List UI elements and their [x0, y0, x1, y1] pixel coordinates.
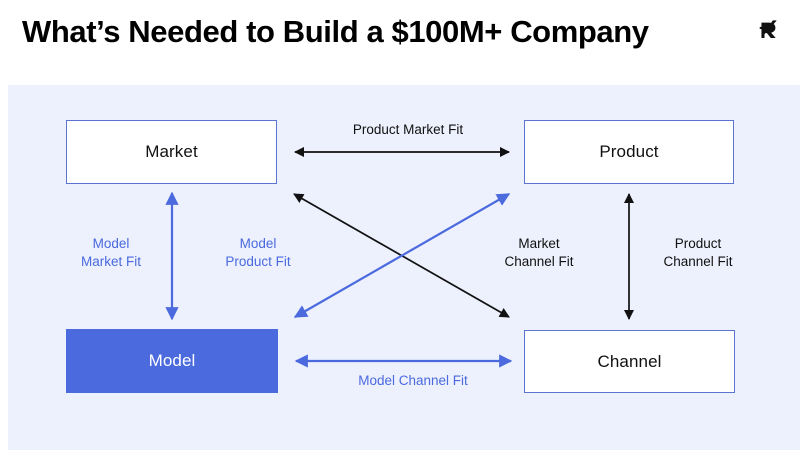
node-model-label: Model — [148, 351, 196, 370]
arrow-model-product-fit — [293, 193, 511, 318]
node-product-label: Product — [599, 142, 659, 161]
edge-label-product-channel-fit: Product Channel Fit — [663, 236, 733, 269]
edge-label-market-channel-fit: Market Channel Fit — [504, 236, 574, 269]
edge-label-product-market-fit: Product Market Fit — [352, 122, 464, 137]
node-channel-label: Channel — [597, 351, 662, 371]
node-channel[interactable]: Channel — [524, 330, 735, 393]
node-product[interactable]: Product — [524, 120, 734, 184]
stylized-r-logo-icon — [754, 16, 782, 44]
node-model[interactable]: Model — [66, 329, 278, 393]
diagram-arrows — [165, 146, 635, 368]
edge-label-model-product-fit: Model Product Fit — [225, 236, 291, 269]
edge-label-model-channel-fit: Model Channel Fit — [358, 373, 468, 388]
page-title: What’s Needed to Build a $100M+ Company — [22, 14, 649, 49]
header-bar: What’s Needed to Build a $100M+ Company — [0, 0, 800, 85]
diagram-canvas: Market Product Model Channel Product Mar… — [8, 85, 800, 450]
node-market-label: Market — [145, 142, 198, 161]
edge-label-model-market-fit: Model Market Fit — [80, 236, 141, 269]
node-market[interactable]: Market — [66, 120, 277, 184]
